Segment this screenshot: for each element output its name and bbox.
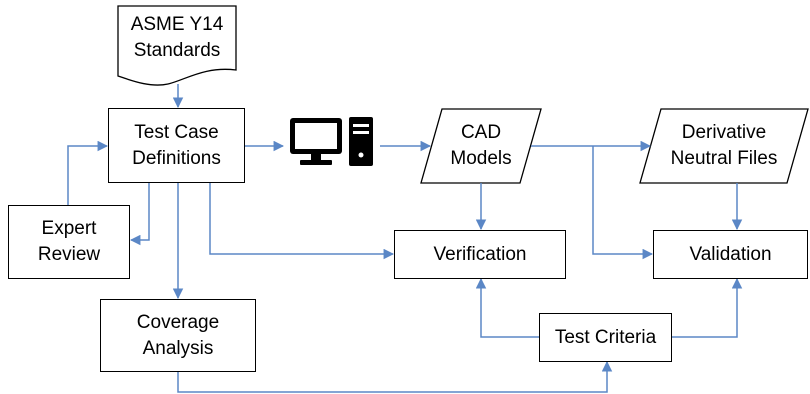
derivative-line1: Derivative [681,122,767,144]
node-cad-models: CAD Models [431,109,531,183]
edge-criteria-to-verification [475,277,539,338]
edge-definitions-to-verification [209,183,395,260]
computer-icon [290,117,373,166]
test-criteria-label: Test Criteria [554,326,657,348]
coverage-line2: Analysis [142,337,214,359]
edge-definitions-to-expert-review [129,183,150,246]
derivative-line2: Neutral Files [670,148,778,169]
node-test-criteria: Test Criteria [539,313,672,362]
standards-document-shape [117,5,237,86]
edge-cad-to-validation [592,146,654,260]
derivative-files-shape [639,108,809,184]
cad-line2: Models [450,148,512,169]
edge-criteria-to-validation [672,277,743,338]
coverage-line1: Coverage [136,311,220,333]
verification-label: Verification [433,243,527,265]
cad-line1: CAD [460,122,502,144]
expert-line2: Review [37,244,101,265]
cad-models-shape [420,108,542,184]
definitions-line1: Test Case [134,121,219,143]
validation-label: Validation [689,243,772,265]
edge-coverage-to-criteria [177,360,613,393]
node-validation: Validation [653,230,808,279]
edge-expert-review-to-definitions [67,140,109,205]
standards-line1: ASME Y14 [130,14,224,36]
node-verification: Verification [394,230,566,279]
definitions-line2: Definitions [132,147,221,169]
expert-line1: Expert [41,218,97,240]
standards-line2: Standards [133,40,221,61]
